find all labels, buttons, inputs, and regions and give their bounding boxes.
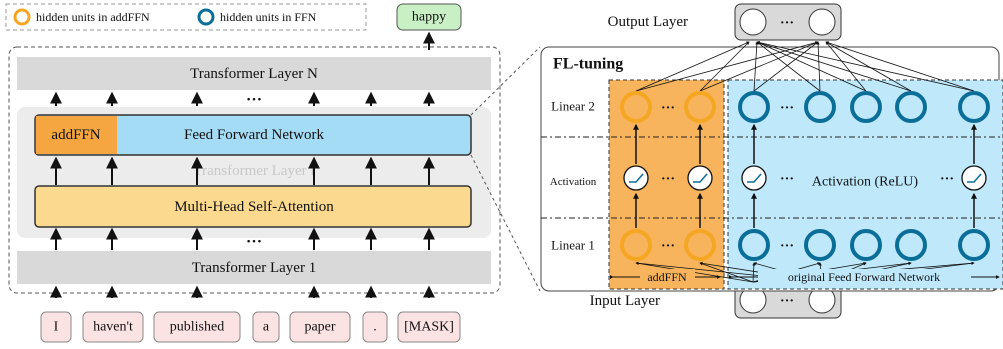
legend-ffn-label: hidden units in FFN xyxy=(220,10,317,24)
input-layer-label: Input Layer xyxy=(590,293,660,309)
input-layer-ellipsis: … xyxy=(780,291,794,306)
hidden-unit xyxy=(958,91,990,123)
fl-tuning-title: FL-tuning xyxy=(553,56,623,73)
output-connection xyxy=(825,41,912,92)
hidden-unit xyxy=(958,229,990,261)
addffn-unit-legend-icon xyxy=(13,8,31,26)
transformer-layer-i-label: Transformer Layer i xyxy=(193,163,314,179)
unit-ellipsis: … xyxy=(661,98,675,113)
hidden-unit xyxy=(804,229,836,261)
token-box xyxy=(397,311,461,343)
token-box xyxy=(362,311,388,343)
hidden-unit xyxy=(620,91,652,123)
token-text: I xyxy=(54,320,59,335)
legend-addffn-label: hidden units in addFFN xyxy=(36,10,150,24)
output-connection xyxy=(756,41,821,92)
output-connection xyxy=(699,41,750,92)
relu-icon xyxy=(967,173,982,183)
ellipsis-top: … xyxy=(246,88,262,105)
hidden-unit xyxy=(620,229,652,261)
output-connection xyxy=(825,41,867,92)
output-connection xyxy=(635,41,750,92)
transformer-layer-1 xyxy=(17,251,491,284)
output-connection xyxy=(753,41,759,92)
output-layer-ellipsis: … xyxy=(780,13,794,28)
output-connection xyxy=(699,41,819,92)
token-box xyxy=(40,311,72,343)
token-box xyxy=(252,311,280,343)
relu-unit xyxy=(623,165,649,191)
addffn-box xyxy=(36,116,117,154)
hidden-unit xyxy=(804,91,836,123)
transformer-layer-1-label: Transformer Layer 1 xyxy=(192,260,316,276)
relu-icon xyxy=(629,173,644,183)
network-units: … … … … … … … xyxy=(620,91,990,261)
ellipsis-bottom: … xyxy=(246,230,262,247)
output-connection xyxy=(756,41,867,92)
output-unit xyxy=(808,8,836,36)
ffn-box-label: Feed Forward Network xyxy=(184,127,324,143)
hidden-unit xyxy=(684,229,716,261)
ffn-unit-legend-icon xyxy=(197,8,215,26)
output-connection xyxy=(635,41,819,92)
token-text: [MASK] xyxy=(404,320,454,335)
transformer-layer-n xyxy=(17,57,491,90)
hidden-unit xyxy=(850,91,882,123)
hidden-unit xyxy=(895,91,927,123)
unit-ellipsis: … xyxy=(661,236,675,251)
output-token-box xyxy=(396,3,462,31)
hidden-unit xyxy=(850,229,882,261)
token-text: haven't xyxy=(93,320,133,335)
token-text: published xyxy=(170,320,224,335)
output-token: happy xyxy=(412,10,446,25)
unit-ellipsis: … xyxy=(780,98,794,113)
network-connections xyxy=(633,41,977,283)
token-text: a xyxy=(263,320,270,335)
attention-box xyxy=(34,185,472,228)
addffn-bracket-label: addFFN xyxy=(647,270,687,284)
relu-icon xyxy=(747,173,762,183)
row-label-linear2: Linear 2 xyxy=(551,99,595,114)
unit-ellipsis: … xyxy=(940,169,954,184)
token-box xyxy=(289,311,351,343)
token-box xyxy=(153,311,241,343)
legend: hidden units in addFFN hidden units in F… xyxy=(5,3,367,31)
output-layer-label: Output Layer xyxy=(608,14,688,30)
token-text: . xyxy=(373,320,377,335)
hidden-unit xyxy=(895,229,927,261)
hidden-unit xyxy=(738,229,770,261)
left-arrows xyxy=(50,91,435,298)
output-connection xyxy=(825,41,975,92)
activation-relu-label: Activation (ReLU) xyxy=(812,175,918,190)
transformer-layer-n-label: Transformer Layer N xyxy=(190,66,318,82)
output-connection xyxy=(756,41,975,92)
relu-unit xyxy=(961,165,987,191)
token-text: paper xyxy=(304,320,335,335)
output-connection xyxy=(756,41,912,92)
addffn-box-label: addFFN xyxy=(51,127,100,143)
ffn-box xyxy=(34,114,472,156)
token-box xyxy=(82,311,144,343)
relu-unit xyxy=(741,165,767,191)
ffn-bracket-label: original Feed Forward Network xyxy=(788,270,940,284)
row-label-activation: Activation xyxy=(550,176,597,188)
attention-box-label: Multi-Head Self-Attention xyxy=(174,199,334,215)
unit-ellipsis: … xyxy=(661,169,675,184)
relu-icon xyxy=(693,173,708,183)
output-unit xyxy=(739,8,767,36)
output-connection xyxy=(753,41,819,92)
hidden-unit xyxy=(738,91,770,123)
unit-ellipsis: … xyxy=(780,169,794,184)
hidden-unit xyxy=(684,91,716,123)
unit-ellipsis: … xyxy=(780,236,794,251)
output-connection xyxy=(816,41,821,92)
left-model-frame xyxy=(8,46,501,294)
row-label-linear1: Linear 1 xyxy=(551,238,595,253)
relu-unit xyxy=(687,165,713,191)
